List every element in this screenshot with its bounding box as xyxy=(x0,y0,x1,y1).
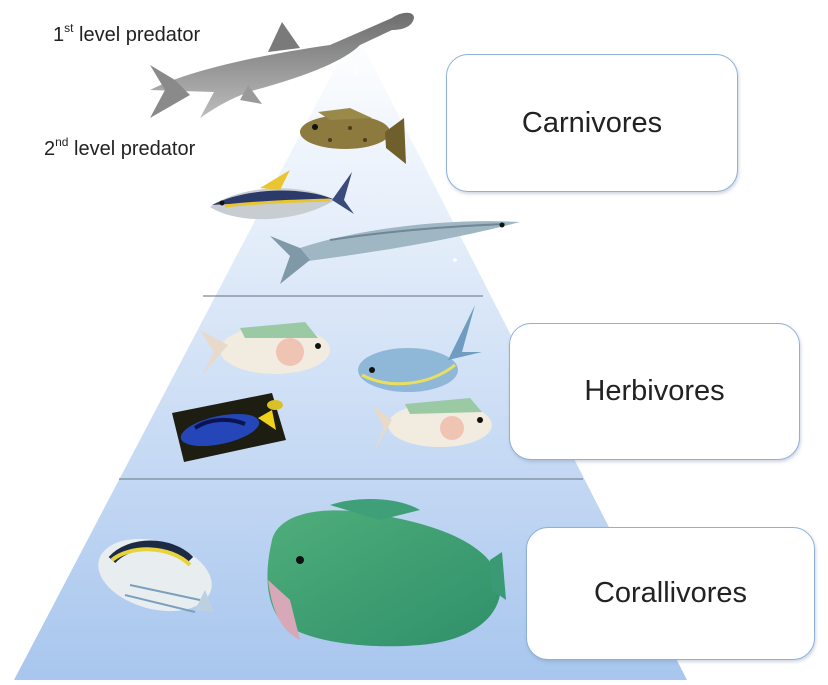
corallivores-label: Corallivores xyxy=(594,577,747,610)
herbivores-label-box: Herbivores xyxy=(509,323,800,460)
carnivores-label-box: Carnivores xyxy=(446,54,738,192)
first-level-predator-label: 1st level predator xyxy=(53,21,200,47)
herbivores-label: Herbivores xyxy=(584,375,724,408)
second-level-predator-label: 2nd level predator xyxy=(44,135,195,161)
corallivores-label-box: Corallivores xyxy=(526,527,815,660)
carnivores-label: Carnivores xyxy=(522,107,662,140)
